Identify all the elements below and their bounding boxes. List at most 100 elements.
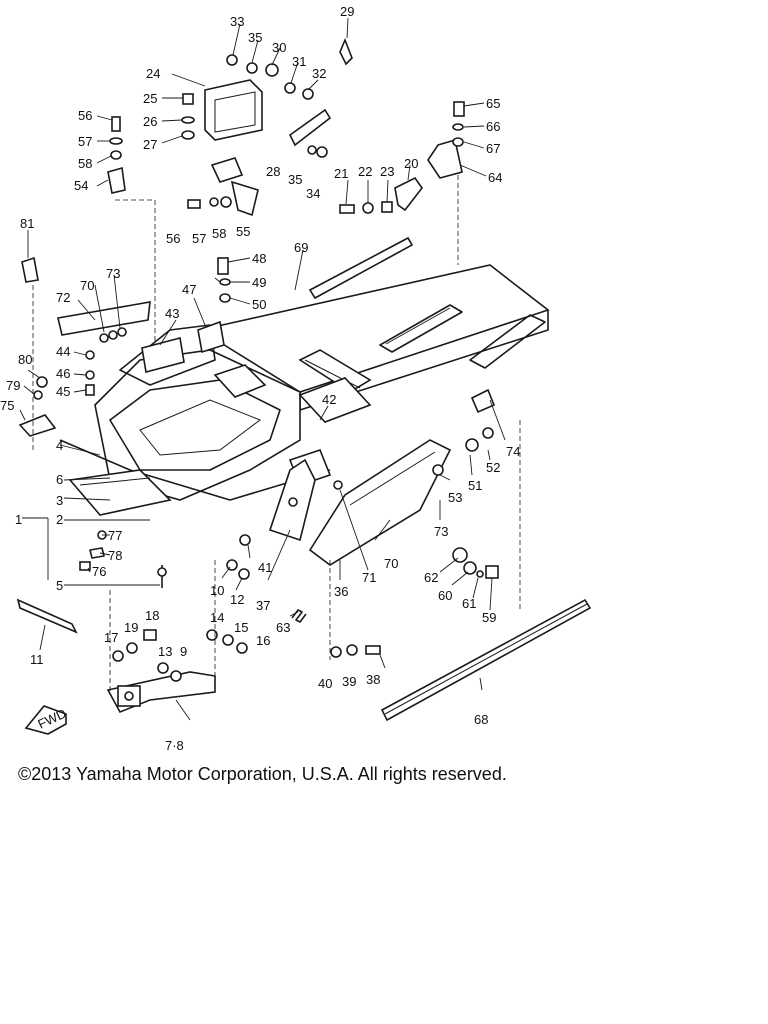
callout-75: 75 bbox=[0, 398, 14, 413]
callout-73-a: 73 bbox=[106, 266, 120, 281]
callout-72: 72 bbox=[56, 290, 70, 305]
bracket-assembly bbox=[204, 37, 353, 217]
callout-56-b: 56 bbox=[166, 231, 180, 246]
callout-61: 61 bbox=[462, 596, 476, 611]
callout-54: 54 bbox=[74, 178, 88, 193]
callout-44: 44 bbox=[56, 344, 70, 359]
callout-30: 30 bbox=[272, 40, 286, 55]
callout-12: 12 bbox=[230, 592, 244, 607]
callout-6: 6 bbox=[56, 472, 63, 487]
fasteners bbox=[18, 54, 499, 682]
callout-27: 27 bbox=[143, 137, 157, 152]
slide-rail bbox=[380, 598, 592, 722]
callout-10: 10 bbox=[210, 583, 224, 598]
callout-67: 67 bbox=[486, 141, 500, 156]
callout-21: 21 bbox=[334, 166, 348, 181]
callout-1: 1 bbox=[15, 512, 22, 527]
callout-49: 49 bbox=[252, 275, 266, 290]
callout-51: 51 bbox=[468, 478, 482, 493]
decal-72 bbox=[57, 301, 151, 336]
callout-24: 24 bbox=[146, 66, 160, 81]
callout-18: 18 bbox=[145, 608, 159, 623]
callout-48: 48 bbox=[252, 251, 266, 266]
callout-71: 71 bbox=[362, 570, 376, 585]
clip-20 bbox=[394, 176, 423, 212]
leader-lines bbox=[19, 17, 506, 721]
callout-39: 39 bbox=[342, 674, 356, 689]
callout-43: 43 bbox=[165, 306, 179, 321]
callout-33: 33 bbox=[230, 14, 244, 29]
callout-22: 22 bbox=[358, 164, 372, 179]
callout-68: 68 bbox=[474, 712, 488, 727]
callout-65: 65 bbox=[486, 96, 500, 111]
callout-70-a: 70 bbox=[80, 278, 94, 293]
callout-45: 45 bbox=[56, 384, 70, 399]
callout-47: 47 bbox=[182, 282, 196, 297]
callout-53: 53 bbox=[448, 490, 462, 505]
callout-50: 50 bbox=[252, 297, 266, 312]
callout-5: 5 bbox=[56, 578, 63, 593]
callout-25: 25 bbox=[143, 91, 157, 106]
callout-62: 62 bbox=[424, 570, 438, 585]
callout-3: 3 bbox=[56, 493, 63, 508]
callout-63: 63 bbox=[276, 620, 290, 635]
callout-55: 55 bbox=[236, 224, 250, 239]
callout-37: 37 bbox=[256, 598, 270, 613]
callout-40: 40 bbox=[318, 676, 332, 691]
callout-46: 46 bbox=[56, 366, 70, 381]
callout-80: 80 bbox=[18, 352, 32, 367]
callout-59: 59 bbox=[482, 610, 496, 625]
callout-57-b: 57 bbox=[192, 231, 206, 246]
callout-77: 77 bbox=[108, 528, 122, 543]
callout-35-b: 35 bbox=[288, 172, 302, 187]
callout-41: 41 bbox=[258, 560, 272, 575]
callout-15: 15 bbox=[234, 620, 248, 635]
callout-28: 28 bbox=[266, 164, 280, 179]
callout-52: 52 bbox=[486, 460, 500, 475]
callout-34: 34 bbox=[306, 186, 320, 201]
forward-arrow-icon: FWD bbox=[24, 705, 69, 735]
callout-29: 29 bbox=[340, 4, 354, 19]
callout-2: 2 bbox=[56, 512, 63, 527]
callout-17: 17 bbox=[104, 630, 118, 645]
callout-64: 64 bbox=[488, 170, 502, 185]
callout-76: 76 bbox=[92, 564, 106, 579]
callout-58-b: 58 bbox=[212, 226, 226, 241]
callout-38: 38 bbox=[366, 672, 380, 687]
callout-14: 14 bbox=[210, 610, 224, 625]
callout-7-8: 7·8 bbox=[165, 738, 184, 753]
callout-19: 19 bbox=[124, 620, 138, 635]
callout-42: 42 bbox=[322, 392, 336, 407]
callout-74: 74 bbox=[506, 444, 520, 459]
callout-11: 11 bbox=[30, 652, 44, 667]
callout-26: 26 bbox=[143, 114, 157, 129]
callout-81: 81 bbox=[20, 216, 34, 231]
callout-58-a: 58 bbox=[78, 156, 92, 171]
callout-69: 69 bbox=[294, 240, 308, 255]
callout-9: 9 bbox=[180, 644, 187, 659]
callout-56-a: 56 bbox=[78, 108, 92, 123]
callout-32: 32 bbox=[312, 66, 326, 81]
callout-57-a: 57 bbox=[78, 134, 92, 149]
main-frame bbox=[59, 264, 550, 566]
callout-66: 66 bbox=[486, 119, 500, 134]
callout-13: 13 bbox=[158, 644, 172, 659]
axle-11 bbox=[16, 598, 78, 634]
bumper bbox=[106, 671, 216, 714]
callout-35-a: 35 bbox=[248, 30, 262, 45]
bracket-64 bbox=[427, 138, 463, 179]
guide-lines bbox=[32, 175, 521, 695]
parts-diagram: FWD 1 2 3 4 5 6 7·8 9 10 11 12 13 14 15 … bbox=[0, 4, 592, 753]
callout-labels: 1 2 3 4 5 6 7·8 9 10 11 12 13 14 15 16 1… bbox=[0, 4, 520, 753]
callout-79: 79 bbox=[6, 378, 20, 393]
callout-23: 23 bbox=[380, 164, 394, 179]
decal-stripe bbox=[308, 236, 414, 300]
callout-4: 4 bbox=[56, 438, 63, 453]
callout-16: 16 bbox=[256, 633, 270, 648]
callout-78: 78 bbox=[108, 548, 122, 563]
callout-60: 60 bbox=[438, 588, 452, 603]
callout-70-b: 70 bbox=[384, 556, 398, 571]
callout-31: 31 bbox=[292, 54, 306, 69]
callout-73-b: 73 bbox=[434, 524, 448, 539]
copyright-notice: ©2013 Yamaha Motor Corporation, U.S.A. A… bbox=[18, 764, 507, 784]
